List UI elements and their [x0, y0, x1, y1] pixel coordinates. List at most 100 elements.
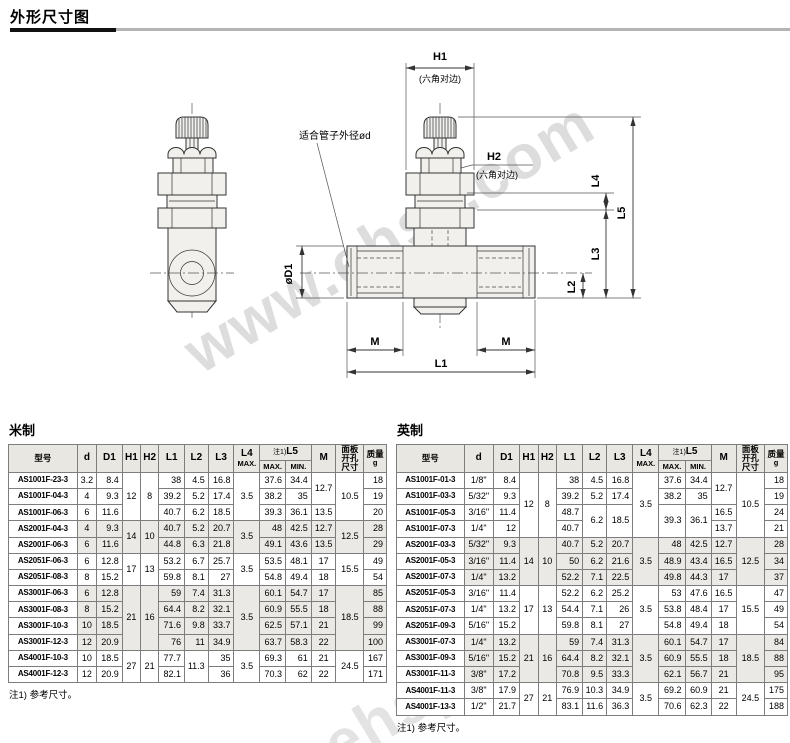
dim-cell: 10 [140, 520, 160, 554]
dim-cell: 18 [363, 471, 387, 489]
dim-cell: 9.8 [184, 617, 209, 635]
dim-cell: 10 [537, 536, 558, 587]
model-cell: AS3001F-07-3 [396, 633, 465, 651]
header-cell: D1 [96, 444, 123, 473]
dim-cell: 48.4 [684, 601, 712, 619]
dim-cell: 11.4 [492, 504, 521, 522]
header-cell: 注1)L5 [658, 443, 712, 462]
dim-cell: 10.5 [335, 471, 365, 522]
header-cell: 面板开孔尺寸 [335, 444, 365, 473]
dim-cell: 64.4 [158, 601, 186, 619]
dim-cell: 17 [710, 568, 737, 587]
dim-cell: 4 [76, 487, 98, 506]
dim-cell: 5.2 [582, 487, 608, 506]
dim-cell: 69.2 [658, 682, 686, 700]
dim-label-l4: L4 [590, 174, 602, 188]
dim-cell: 56.7 [684, 666, 712, 684]
dim-cell: 35 [684, 487, 712, 506]
dim-cell: 6.2 [582, 552, 608, 570]
dim-cell: 6 [76, 536, 98, 554]
dim-cell: 3.5 [233, 552, 261, 587]
dim-cell: 53.2 [158, 552, 186, 570]
dim-cell: 34.9 [606, 682, 634, 700]
dim-cell: 8 [76, 601, 98, 619]
header-cell: L2 [582, 444, 608, 473]
dim-cell: 34.4 [285, 471, 312, 489]
dim-cell: 32.1 [207, 601, 235, 619]
dim-label-l5: L5 [616, 207, 628, 220]
dim-cell: 18 [310, 568, 337, 587]
model-cell: AS2051F-06-3 [8, 552, 78, 570]
dim-cell: 5/32" [463, 487, 494, 506]
dim-cell: 18.5 [606, 504, 634, 538]
dim-cell: 3.5 [632, 585, 660, 635]
dim-cell: 16 [140, 585, 160, 651]
dim-cell: 15.2 [96, 601, 123, 619]
dim-cell: 3.5 [632, 536, 660, 587]
dim-cell: 36.3 [606, 698, 634, 716]
dim-cell: 16.8 [207, 471, 235, 489]
dim-cell: 3.2 [76, 471, 98, 489]
dim-cell: 48.9 [658, 552, 686, 570]
dim-cell: 15.5 [735, 585, 765, 635]
dim-cell: 171 [363, 666, 387, 684]
dim-cell: 47 [763, 585, 789, 603]
model-cell: AS1001F-03-3 [396, 487, 465, 506]
model-cell: AS1001F-23-3 [8, 471, 78, 489]
dim-cell: 11.6 [96, 536, 123, 554]
dim-cell: 17 [121, 552, 142, 587]
dim-cell: 53 [658, 585, 686, 603]
dim-cell: 59.8 [556, 617, 584, 635]
dim-cell: 28 [363, 520, 387, 538]
dim-cell: 8.2 [582, 649, 608, 668]
header-cell: L1 [158, 444, 186, 473]
dim-cell: 8.1 [184, 568, 209, 587]
dim-cell: 8.4 [96, 471, 123, 489]
dim-label-h2: H2 [487, 151, 501, 163]
model-cell: AS1001F-01-3 [396, 471, 465, 489]
dim-cell: 21.6 [606, 552, 634, 570]
dim-cell: 12.7 [710, 471, 737, 506]
header-cell: L1 [556, 444, 584, 473]
model-cell: AS2051F-07-3 [396, 601, 465, 619]
dim-cell: 20.7 [207, 520, 235, 538]
dim-label-h1: H1 [433, 51, 447, 63]
dim-cell: 5/16" [463, 617, 494, 635]
dim-cell: 54 [763, 617, 789, 635]
model-cell: AS4001F-12-3 [8, 666, 78, 684]
dim-cell: 28 [763, 536, 789, 554]
model-cell: AS2001F-05-3 [396, 552, 465, 570]
dim-cell: 3/16" [463, 504, 494, 522]
dim-cell: 4.5 [582, 471, 608, 489]
dim-cell: 36.1 [684, 504, 712, 538]
dim-cell: 21.7 [492, 698, 521, 716]
dim-label-l2: L2 [566, 281, 578, 294]
dim-cell: 15.2 [96, 568, 123, 587]
dim-cell: 70.3 [259, 666, 286, 684]
dim-cell: 48.1 [285, 552, 312, 570]
valve-front-view [300, 103, 592, 330]
dim-cell: 60.9 [684, 682, 712, 700]
dim-cell: 24.5 [335, 649, 365, 684]
dim-cell: 1/4" [463, 601, 494, 619]
dim-cell: 19 [763, 487, 789, 506]
model-cell: AS1001F-04-3 [8, 487, 78, 506]
dim-cell: 57.1 [285, 617, 312, 635]
title-rule-black [10, 28, 116, 32]
dim-cell: 43.6 [285, 536, 312, 554]
dim-cell: 9.5 [582, 666, 608, 684]
dim-cell: 95 [763, 666, 789, 684]
dim-cell: 54 [363, 568, 387, 587]
dim-cell: 48 [658, 536, 686, 554]
dim-cell: 6.2 [184, 504, 209, 522]
header-cell: MAX. [259, 460, 286, 473]
dim-cell: 49.4 [285, 568, 312, 587]
